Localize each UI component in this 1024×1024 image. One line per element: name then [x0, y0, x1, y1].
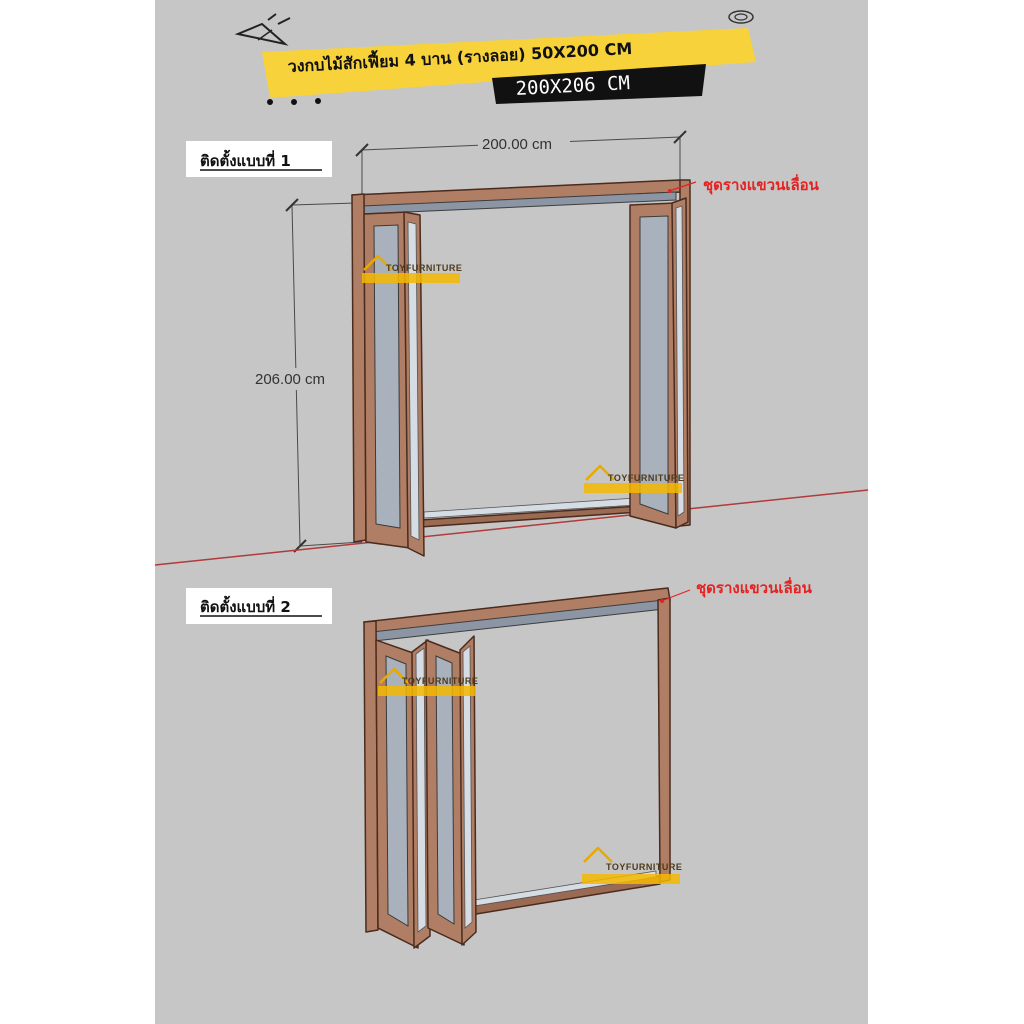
height-extension-line	[291, 202, 357, 206]
callout-point-icon	[660, 599, 664, 603]
door-glass-edge	[675, 205, 685, 517]
spiral-decoration-icon	[734, 13, 748, 21]
height-dimension-label: 206.00 cm	[255, 371, 325, 388]
callout-point-icon	[668, 189, 672, 193]
door-glass	[639, 215, 669, 515]
door-glass	[373, 224, 401, 529]
triangle-decoration-icon	[257, 29, 273, 41]
dot-decoration-icon	[267, 99, 273, 105]
watermark: TOYFURNITURE	[582, 846, 682, 884]
variant-1-label-box	[186, 141, 332, 177]
header: วงกบไม้สักเฟี้ยม 4 บาน (รางลอย) 50X200 C…	[234, 10, 756, 105]
variant-2: ติดตั้งแบบที่ 2 ชุดรางแขวนเลื่อน TOYFURN…	[186, 577, 813, 949]
watermark-bar	[582, 874, 680, 884]
watermark-bar	[362, 273, 460, 283]
house-logo-icon	[379, 667, 409, 684]
size-banner	[492, 64, 706, 104]
dot-decoration-icon	[291, 99, 297, 105]
variant-2-label: ติดตั้งแบบที่ 2	[200, 595, 291, 616]
door-glass-edge	[407, 221, 420, 541]
rail-callout-leader	[663, 589, 691, 601]
watermark-bar	[584, 483, 682, 493]
door-glass	[435, 655, 455, 925]
height-label-bg	[252, 368, 342, 390]
variant-2-label-box	[186, 588, 332, 624]
spiral-decoration-icon	[728, 10, 754, 24]
spark-decoration-icon	[277, 17, 291, 25]
dimension-tick-icon	[355, 130, 687, 157]
house-logo-icon	[363, 254, 393, 271]
rail-callout-leader	[671, 181, 697, 191]
width-label-bg	[478, 133, 570, 153]
width-dimension-label: 200.00 cm	[482, 136, 552, 153]
height-extension-line	[299, 541, 363, 547]
watermark-brand: TOYFURNITURE	[402, 676, 478, 686]
frame-left-post	[363, 620, 379, 933]
watermark-brand: TOYFURNITURE	[606, 862, 682, 872]
watermark-brand: TOYFURNITURE	[608, 473, 684, 483]
triangle-decoration-icon	[234, 22, 289, 46]
dot-decoration-icon	[315, 98, 321, 104]
variant-2-rail-label: ชุดรางแขวนเลื่อน	[696, 577, 813, 598]
title-banner	[262, 28, 756, 98]
house-logo-icon	[583, 846, 613, 863]
watermark: TOYFURNITURE	[362, 254, 462, 283]
spark-decoration-icon	[267, 13, 277, 21]
variant-1-label: ติดตั้งแบบที่ 1	[200, 149, 291, 170]
frame-right-post	[657, 597, 671, 883]
variant-1: ติดตั้งแบบที่ 1 200.00 cm 206.00 cm	[154, 130, 869, 566]
door-glass-edge	[462, 645, 473, 929]
watermark: TOYFURNITURE	[584, 464, 684, 493]
watermark: TOYFURNITURE	[378, 667, 478, 696]
house-logo-icon	[585, 464, 615, 481]
door-glass-edge	[415, 647, 427, 933]
floor-line	[154, 489, 869, 566]
watermark-bar	[378, 686, 476, 696]
variant-1-rail-label: ชุดรางแขวนเลื่อน	[703, 174, 820, 195]
door-glass	[385, 655, 409, 927]
watermark-brand: TOYFURNITURE	[386, 263, 462, 273]
